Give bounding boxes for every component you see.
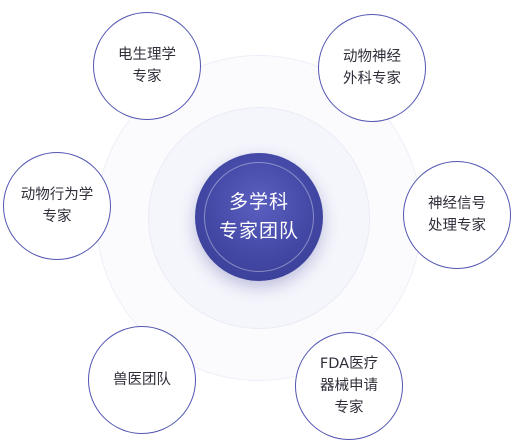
center-label-line: 专家团队: [218, 220, 299, 242]
center-inner-ring: [204, 162, 314, 272]
node-label: 动物行为学 专家: [21, 184, 94, 228]
center-label-line: 多学科: [228, 191, 289, 213]
node-label-line: 动物神经: [343, 49, 401, 65]
node-label-line: 兽医团队: [113, 372, 171, 388]
node-label-line: 处理专家: [428, 218, 486, 234]
center-label: 多学科 专家团队: [219, 188, 299, 246]
node-label-line: 神经信号: [428, 196, 486, 212]
node-animal-neurosurgery-expert: 动物神经 外科专家: [318, 14, 426, 122]
center-circle: 多学科 专家团队: [195, 153, 323, 281]
node-label-line: 动物行为学: [20, 187, 94, 203]
node-label-line: 电生理学: [118, 47, 176, 63]
node-label-line: FDA医疗: [319, 356, 379, 372]
node-label: 兽医团队: [113, 369, 171, 391]
node-label: 动物神经 外科专家: [343, 46, 401, 90]
node-label: 电生理学 专家: [118, 44, 176, 88]
node-label: 神经信号 处理专家: [428, 193, 486, 237]
node-veterinary-team: 兽医团队: [88, 326, 196, 434]
node-neural-signal-processing-expert: 神经信号 处理专家: [403, 161, 511, 269]
node-label-line: 专家: [42, 209, 72, 225]
node-label-line: 专家: [132, 69, 162, 85]
node-fda-device-application-expert: FDA医疗 器械申请 专家: [295, 332, 403, 440]
node-electrophysiology-expert: 电生理学 专家: [93, 12, 201, 120]
node-label-line: 专家: [334, 400, 364, 416]
node-label: FDA医疗 器械申请 专家: [320, 353, 378, 419]
node-label-line: 外科专家: [343, 71, 401, 87]
node-label-line: 器械申请: [319, 378, 378, 394]
node-animal-behavior-expert: 动物行为学 专家: [3, 152, 111, 260]
